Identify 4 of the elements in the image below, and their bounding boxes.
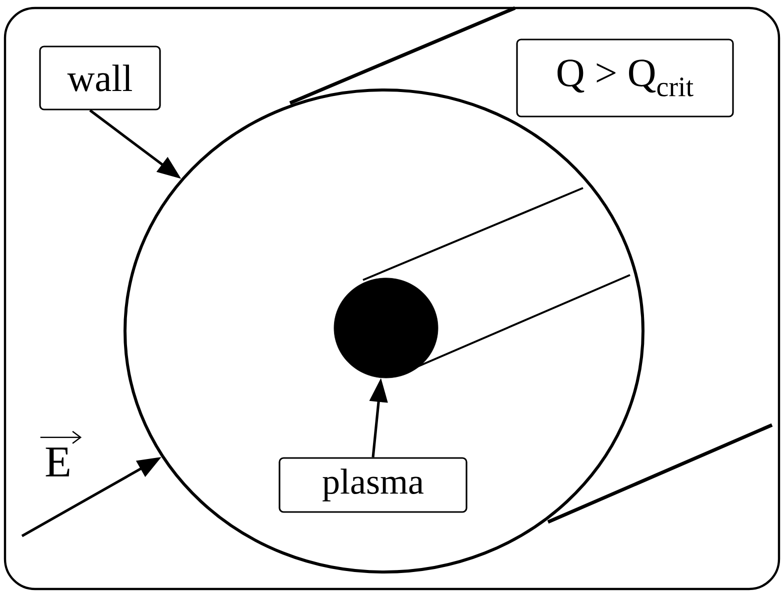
label-box: plasma xyxy=(278,457,468,513)
label-box: wall xyxy=(39,46,161,110)
plasma-column-drawing xyxy=(334,187,630,378)
condition-box: Q > Q$_{crit}$ xyxy=(516,38,734,118)
